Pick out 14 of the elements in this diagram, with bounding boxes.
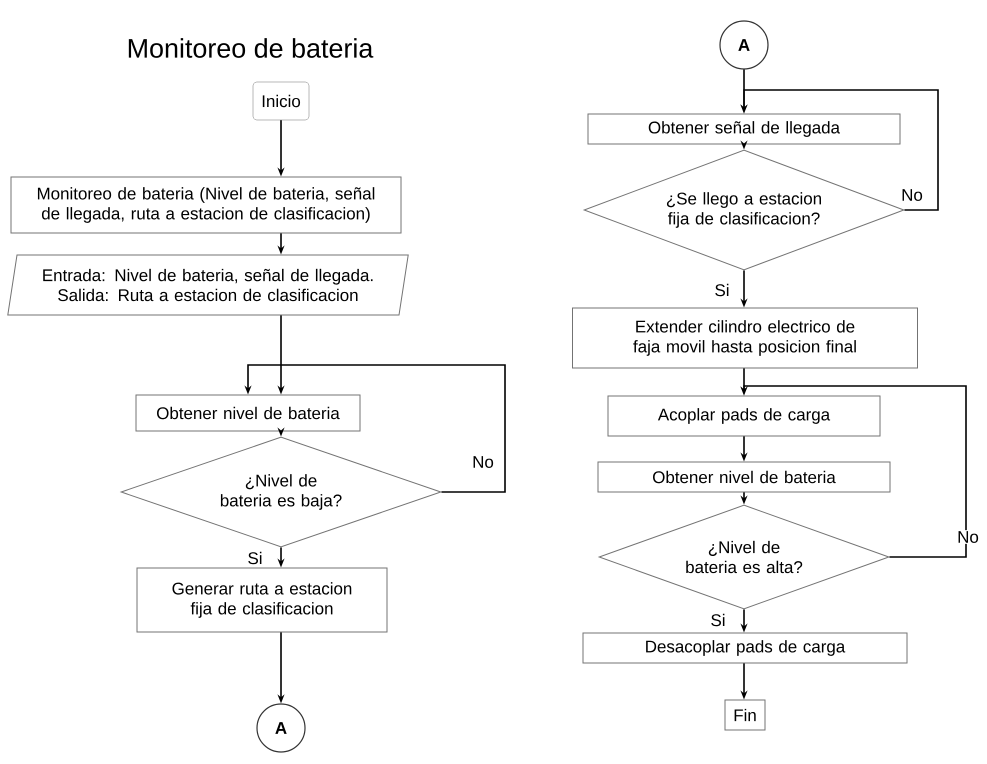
process-box: Acoplar pads de carga [608, 396, 880, 436]
edge-label: No [471, 455, 495, 469]
process-box: Obtener nivel de bateria [136, 394, 360, 432]
process-box: Obtener señal de llegada [588, 114, 900, 144]
process-box: Monitoreo de bateria (Nivel de bateria, señal de llegada, ruta a estacion de clasificacion) [10, 176, 402, 234]
terminal-box: Inicio [252, 82, 310, 120]
process-box: Extender cilindro electrico de faja movil hasta posicion final [572, 308, 918, 368]
process-box: Generar ruta a estacion fija de clasificacion [136, 568, 388, 632]
input-output-box: Entrada: Nivel de bateria, señal de llegada. Salida: Ruta a estacion de clasificacion [7, 254, 409, 316]
edge-label: No [956, 530, 980, 544]
process-box: Obtener nivel de bateria [598, 462, 890, 492]
title: Monitoreo de bateria [128, 38, 374, 58]
process-box: Fin [724, 700, 766, 730]
process-box: Desacoplar pads de carga [582, 632, 908, 664]
